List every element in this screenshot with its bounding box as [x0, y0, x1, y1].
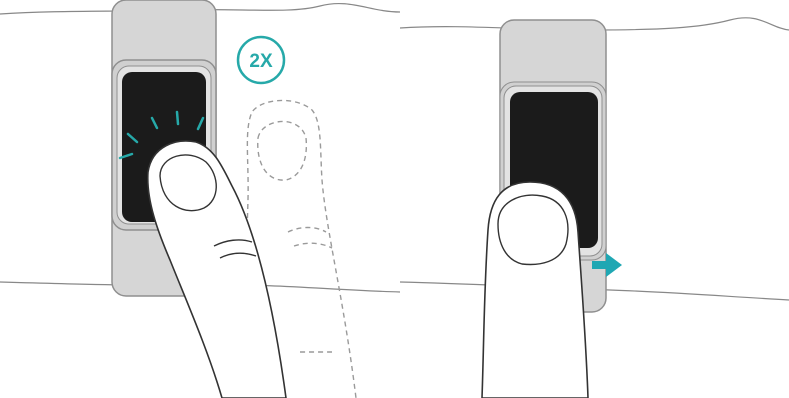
double-tap-illustration: 2X	[0, 0, 400, 398]
double-tap-scene: 2X	[0, 0, 400, 398]
finger-swiping	[482, 182, 588, 398]
swipe-illustration	[400, 0, 789, 398]
double-tap-badge-label: 2X	[249, 51, 273, 72]
double-tap-badge: 2X	[238, 37, 284, 83]
swipe-scene	[400, 0, 789, 398]
